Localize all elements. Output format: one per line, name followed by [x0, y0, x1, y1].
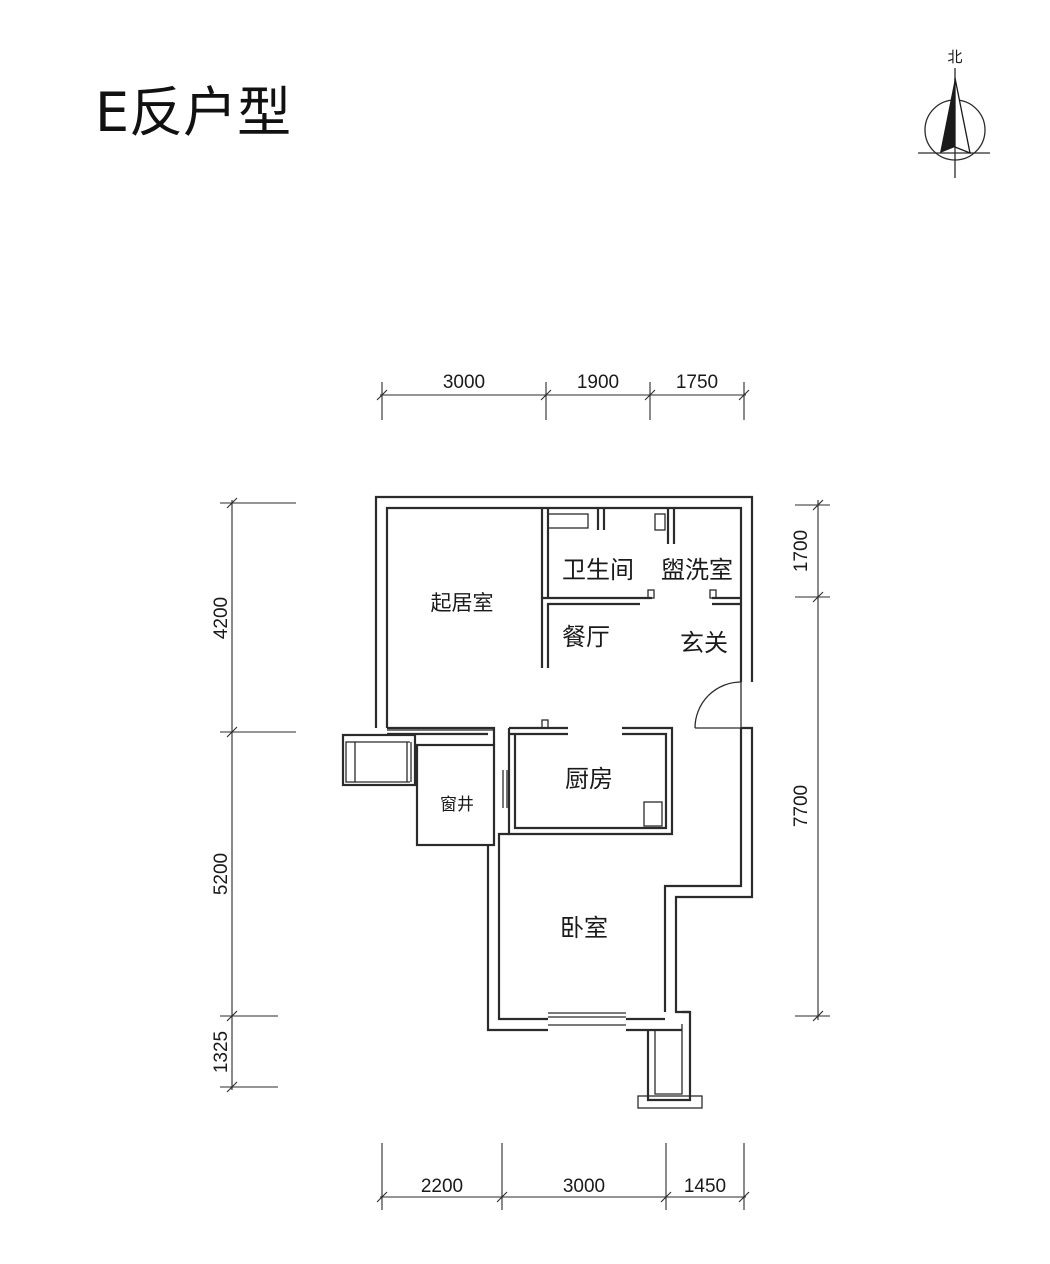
dim-bottom-1: 2200	[421, 1176, 463, 1197]
dimension-bottom: 2200 3000 1450	[376, 1143, 750, 1210]
dim-left-1: 4200	[211, 597, 232, 639]
dim-right-2: 7700	[791, 785, 812, 827]
dimension-right: 1700 7700	[791, 499, 830, 1022]
entrance-door	[694, 681, 742, 729]
north-arrow-icon: 北	[918, 48, 990, 178]
window-well	[415, 743, 496, 847]
southeast-balcony	[637, 1010, 703, 1109]
north-label: 北	[947, 48, 962, 66]
room-washroom: 盥洗室	[661, 556, 733, 584]
room-window-well: 窗井	[440, 795, 474, 815]
room-kitchen: 厨房	[565, 765, 613, 793]
dim-bottom-3: 1450	[684, 1176, 726, 1197]
room-foyer: 玄关	[680, 629, 728, 657]
dim-top-1: 3000	[443, 372, 485, 393]
room-bathroom: 卫生间	[562, 556, 634, 584]
dim-left-3: 1325	[211, 1031, 232, 1073]
west-balcony	[341, 733, 417, 787]
room-dining: 餐厅	[562, 623, 610, 651]
dim-bottom-2: 3000	[563, 1176, 605, 1197]
dim-top-2: 1900	[577, 372, 619, 393]
page-title: E反户型	[95, 81, 292, 144]
dim-right-1: 1700	[791, 530, 812, 572]
interior-walls	[387, 508, 741, 845]
room-bedroom: 卧室	[560, 914, 608, 942]
exterior-walls	[374, 495, 754, 1032]
dim-top-3: 1750	[676, 372, 718, 393]
dimension-top: 3000 1900 1750	[376, 372, 750, 420]
dimension-left: 4200 5200 1325	[211, 497, 296, 1093]
dim-left-2: 5200	[211, 853, 232, 895]
room-living: 起居室	[431, 591, 494, 615]
